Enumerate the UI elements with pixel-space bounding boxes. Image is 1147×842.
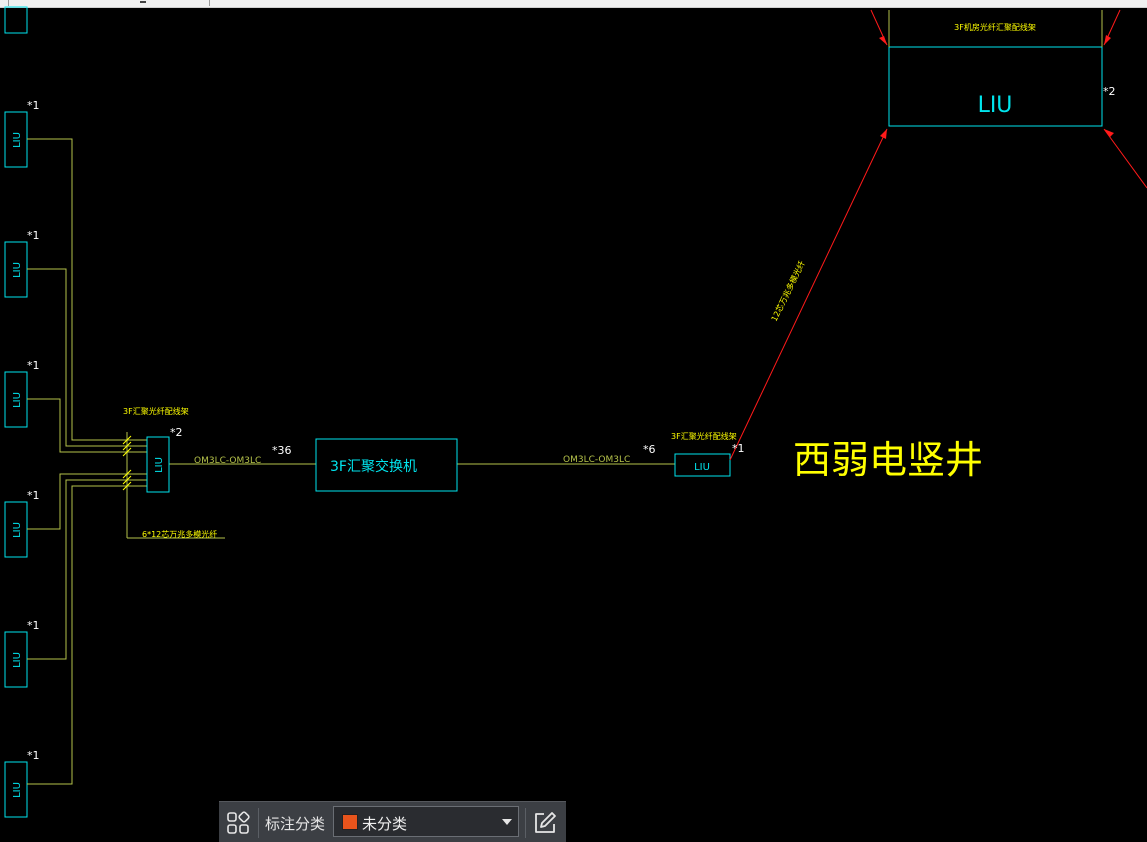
riser-cable-label: 12芯万兆多模光纤 <box>769 259 807 323</box>
liu-box-6[interactable] <box>4 761 28 818</box>
liu-label: LIU <box>12 652 23 668</box>
liu-box-top-partial[interactable] <box>4 6 28 34</box>
multiplier-label: *1 <box>27 749 40 762</box>
category-select-value: 未分类 <box>362 815 408 833</box>
liu-label: LIU <box>12 262 23 278</box>
window-strip-scroll[interactable] <box>9 0 210 6</box>
central-liu-box[interactable] <box>146 436 170 493</box>
room-label: 西弱电竖井 <box>793 438 983 482</box>
multiplier-label: *1 <box>27 229 40 242</box>
patch-link-label: OM3LC-OM3LC <box>563 455 630 465</box>
multiplier-label: *1 <box>27 359 40 372</box>
top-frame-title: 3F机房光纤汇聚配线架 <box>954 22 1036 32</box>
right-liu-box[interactable] <box>674 453 731 477</box>
category-color-swatch <box>342 814 358 830</box>
multiplier-label: *2 <box>1103 85 1116 98</box>
toolbar-divider <box>258 808 259 838</box>
top-liu-box[interactable] <box>888 46 1103 127</box>
liu-label: LIU <box>12 522 23 538</box>
chevron-down-icon <box>502 819 512 825</box>
multiplier-label: *1 <box>27 619 40 632</box>
frame-3f-title: 3F汇聚光纤配线架 <box>123 406 189 416</box>
category-label: 标注分类 <box>265 815 326 833</box>
switch-label: 3F汇聚交换机 <box>330 458 417 475</box>
window-strip-marker <box>140 1 146 3</box>
multiplier-label: *1 <box>732 442 745 455</box>
multiplier-label: *1 <box>27 99 40 112</box>
patch-link-label: OM3LC-OM3LC <box>194 456 261 466</box>
category-select[interactable]: 未分类 <box>333 806 519 837</box>
liu-label: LIU <box>154 457 165 473</box>
multiplier-label: *36 <box>272 444 292 457</box>
toolbar-divider <box>525 808 526 838</box>
multiplier-label: *1 <box>27 489 40 502</box>
liu-label: LIU <box>12 782 23 798</box>
grid-icon[interactable] <box>225 810 251 836</box>
window-strip-tab[interactable] <box>0 0 9 6</box>
fiber-routing-lines <box>27 138 675 785</box>
fiber-bundle-ticks <box>122 435 132 491</box>
frame-3f-right-title: 3F汇聚光纤配线架 <box>671 431 737 441</box>
bundle-label: 6*12芯万兆多模光纤 <box>142 529 217 539</box>
top-window-strip <box>0 0 1147 8</box>
red-arrowheads <box>879 35 1114 139</box>
edit-icon[interactable] <box>532 810 558 836</box>
annotation-toolbar: 标注分类 未分类 <box>219 801 566 842</box>
red-cables <box>729 9 1147 461</box>
liu-label: LIU <box>12 392 23 408</box>
multiplier-label: *2 <box>170 426 183 439</box>
switch-box[interactable] <box>315 438 458 492</box>
liu-label: LIU <box>694 462 710 473</box>
multiplier-label: *6 <box>643 443 656 456</box>
liu-label: LIU <box>978 93 1013 118</box>
liu-label: LIU <box>12 132 23 148</box>
